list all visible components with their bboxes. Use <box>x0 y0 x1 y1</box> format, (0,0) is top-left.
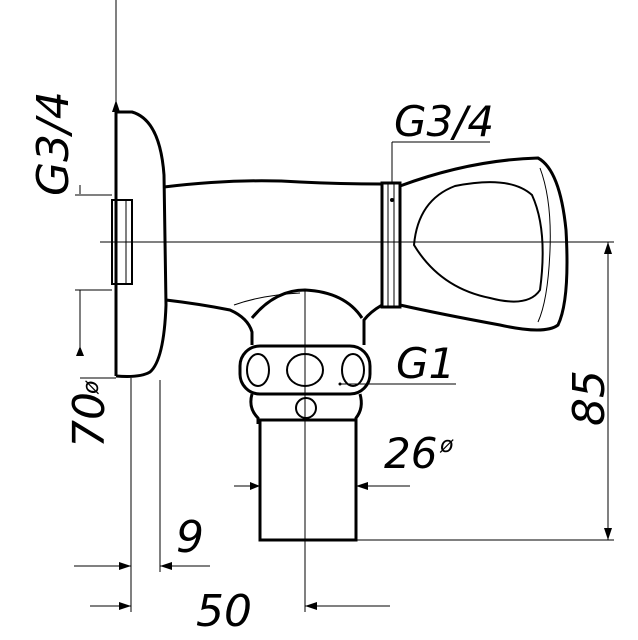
dimension-rosette-diameter: 70 ø <box>64 290 116 448</box>
rosette-diameter-label: 70 <box>64 392 115 448</box>
rosette-diameter-symbol: ø <box>79 380 104 395</box>
handle-collar <box>380 181 402 309</box>
offset-label: 9 <box>176 512 204 563</box>
dimension-outlet-diameter: 26 ø <box>234 429 454 490</box>
dimension-depth: 50 <box>90 586 390 637</box>
wall-rosette <box>114 110 168 378</box>
dimension-wall-thread: G3/4 <box>28 91 120 196</box>
handle-thread-label: G3/4 <box>394 97 494 146</box>
valve-body <box>163 179 383 345</box>
wall-reference-lines <box>115 0 161 612</box>
dimension-height: 85 <box>564 242 615 540</box>
outlet-pipe <box>258 290 358 612</box>
outlet-thread-label: G1 <box>396 339 455 388</box>
outlet-diameter-label: 26 <box>384 429 437 478</box>
dimension-outlet-thread: G1 <box>340 339 456 388</box>
outlet-diameter-symbol: ø <box>439 433 454 458</box>
handle-knob <box>399 156 569 332</box>
height-label: 85 <box>564 370 615 426</box>
wall-thread-label: G3/4 <box>28 91 79 196</box>
dimension-handle-thread: G3/4 <box>391 97 494 183</box>
center-lines <box>100 241 614 541</box>
depth-label: 50 <box>196 586 252 637</box>
dimension-offset: 9 <box>74 512 210 570</box>
